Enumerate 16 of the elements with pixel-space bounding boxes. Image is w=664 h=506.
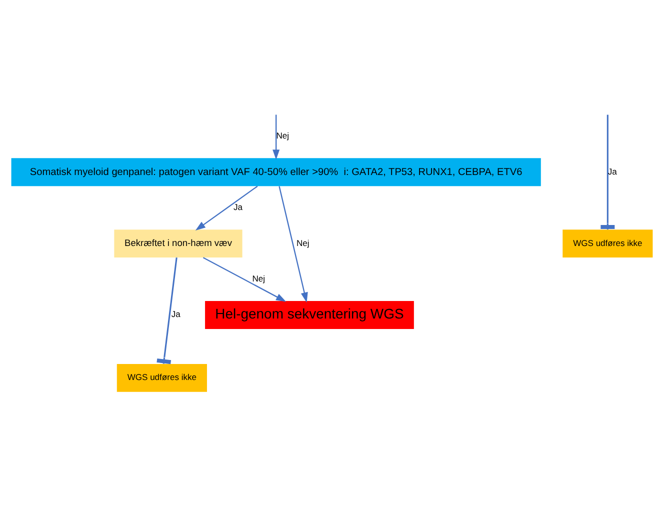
node-box: Hel-genom sekventering WGS [205, 301, 414, 329]
connector [156, 257, 178, 364]
edge-label: Nej [252, 273, 266, 284]
arrow [272, 114, 280, 160]
node-box: WGS udføres ikke [562, 230, 653, 258]
arrow [202, 257, 286, 302]
edge-label: Nej [296, 238, 310, 248]
node-box: Bekræftet i non-hæm væv [114, 230, 242, 258]
edge-label: Nej [276, 130, 290, 141]
edge-label: Ja [234, 202, 243, 212]
arrow [278, 186, 308, 303]
node-box: Somatisk myeloid genpanel: patogen variant VAF 40-50% eller >90% i: GATA2, TP53, RUNX1, CEBPA, ETV6 [11, 158, 541, 186]
arrow [195, 186, 258, 231]
connector [606, 114, 608, 230]
node-box: WGS udføres ikke [116, 364, 207, 392]
edge-label: Ja [171, 309, 180, 320]
